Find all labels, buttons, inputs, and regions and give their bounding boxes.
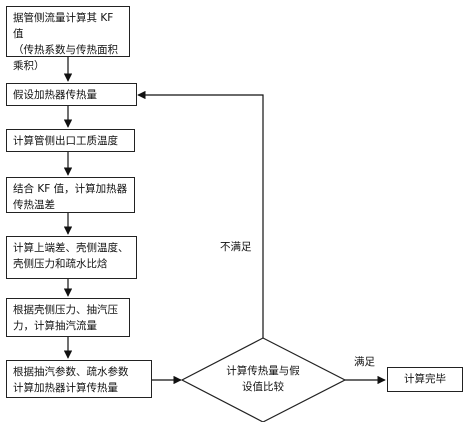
- step-box-assume-heat: 假设加热器传热量: [6, 83, 137, 106]
- step-box-temp-diff: 结合 KF 值，计算加热器 传热温差: [6, 177, 135, 213]
- step5-line2: 壳侧压力和疏水比焓: [13, 258, 108, 270]
- step-box-outlet-temp: 计算管侧出口工质温度: [6, 129, 135, 152]
- arrow-not-satisfied-loop: [137, 90, 264, 338]
- step7-line1: 根据抽汽参数、疏水参数: [13, 366, 129, 378]
- step6-line1: 根据壳侧压力、抽汽压: [13, 304, 118, 316]
- decision-diamond: [180, 337, 347, 422]
- step6-line2: 力，计算抽汽流量: [13, 320, 97, 332]
- step2-line1: 假设加热器传热量: [13, 89, 97, 101]
- step5-line1: 计算上端差、壳侧温度、: [13, 242, 129, 254]
- decision-line1: 计算传热量与假: [226, 365, 300, 377]
- step-box-shell-params: 计算上端差、壳侧温度、 壳侧压力和疏水比焓: [6, 236, 137, 279]
- step1-line3: 乘积）: [13, 60, 45, 72]
- end-box: 计算完毕: [387, 367, 463, 392]
- step3-line1: 计算管侧出口工质温度: [13, 135, 118, 147]
- edge-label-satisfied: 满足: [354, 356, 375, 368]
- decision-label: 计算传热量与假 设值比较: [212, 363, 314, 395]
- step1-line1: 据管侧流量计算其 KF 值: [13, 12, 114, 40]
- step-box-kf-calc: 据管侧流量计算其 KF 值 （传热系数与传热面积 乘积）: [6, 6, 130, 72]
- step7-line2: 计算加热器计算传热量: [13, 382, 118, 394]
- step-box-extraction-flow: 根据壳侧压力、抽汽压 力，计算抽汽流量: [6, 298, 130, 337]
- step4-line2: 传热温差: [13, 199, 55, 211]
- step1-line2: （传热系数与传热面积: [13, 44, 118, 56]
- decision-line2: 设值比较: [242, 381, 284, 393]
- step4-line1: 结合 KF 值，计算加热器: [13, 183, 128, 195]
- end-label: 计算完毕: [404, 373, 446, 385]
- edge-label-not-satisfied: 不满足: [220, 241, 252, 253]
- step-box-calc-heat: 根据抽汽参数、疏水参数 计算加热器计算传热量: [6, 360, 152, 398]
